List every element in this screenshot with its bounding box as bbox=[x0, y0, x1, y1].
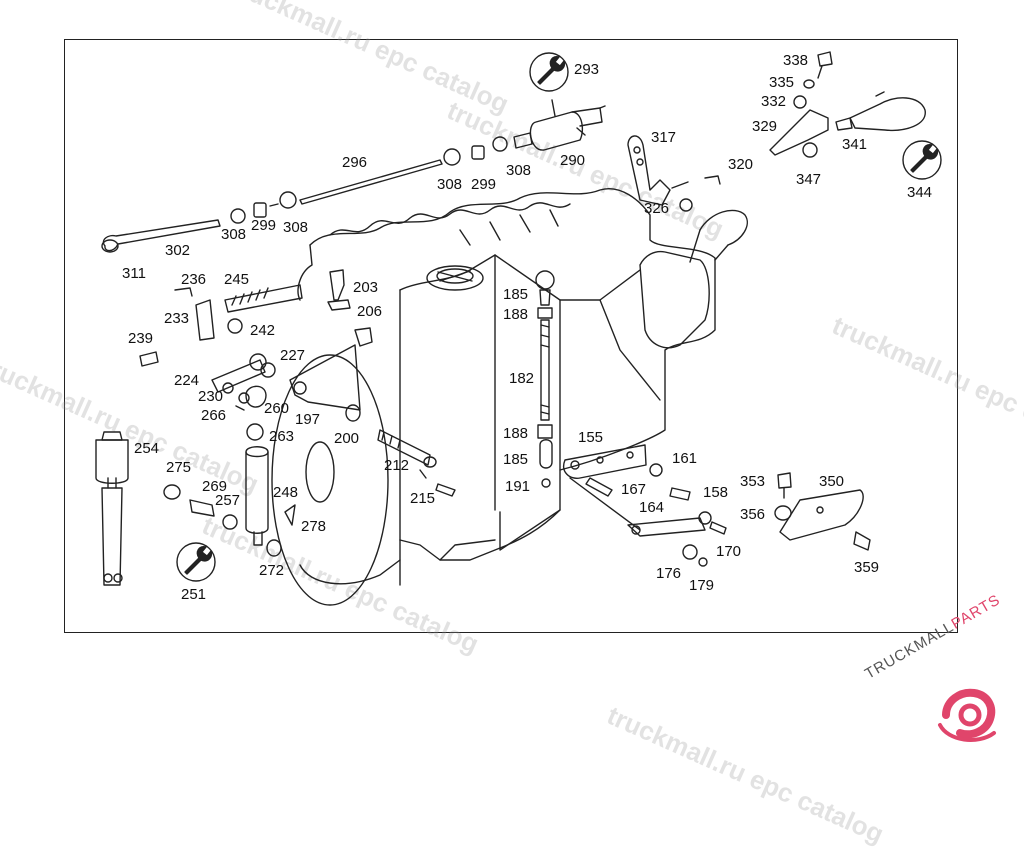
part-label: 266 bbox=[201, 407, 227, 424]
part-label: 350 bbox=[819, 473, 845, 490]
part-label: 326 bbox=[644, 200, 670, 217]
wrench-icon-group bbox=[176, 52, 942, 582]
part-label: 329 bbox=[752, 118, 778, 135]
part-label: 356 bbox=[740, 506, 766, 523]
part-label: 308 bbox=[506, 162, 532, 179]
part-label: 260 bbox=[264, 400, 290, 417]
part-label: 296 bbox=[342, 154, 368, 171]
part-label: 311 bbox=[122, 265, 146, 282]
part-label: 332 bbox=[761, 93, 787, 110]
part-label: 200 bbox=[334, 430, 360, 447]
part-label: 167 bbox=[621, 481, 647, 498]
part-label: 170 bbox=[716, 543, 742, 560]
part-label: 233 bbox=[164, 310, 190, 327]
part-label: 275 bbox=[166, 459, 192, 476]
part-label: 176 bbox=[656, 565, 682, 582]
part-label: 155 bbox=[578, 429, 604, 446]
part-label: 347 bbox=[796, 171, 822, 188]
part-label: 251 bbox=[181, 586, 207, 603]
part-label: 341 bbox=[842, 136, 868, 153]
part-label: 179 bbox=[689, 577, 715, 594]
part-label: 203 bbox=[353, 279, 379, 296]
part-label: 302 bbox=[165, 242, 191, 259]
part-label: 308 bbox=[283, 219, 309, 236]
part-label: 257 bbox=[215, 492, 241, 509]
part-label: 272 bbox=[259, 562, 285, 579]
part-label: 185 bbox=[503, 451, 529, 468]
part-label: 317 bbox=[651, 129, 677, 146]
part-label: 224 bbox=[174, 372, 200, 389]
part-label: 215 bbox=[410, 490, 436, 507]
bracket-317 bbox=[627, 135, 721, 212]
shaft-212 bbox=[377, 429, 456, 497]
part-label: 254 bbox=[134, 440, 160, 457]
part-label: 242 bbox=[250, 322, 276, 339]
part-label: 191 bbox=[505, 478, 531, 495]
part-label: 278 bbox=[301, 518, 327, 535]
lever-155 bbox=[563, 444, 727, 567]
part-label: 290 bbox=[560, 152, 586, 169]
part-label: 248 bbox=[273, 484, 299, 501]
part-label: 161 bbox=[672, 450, 698, 467]
part-label: 227 bbox=[280, 347, 306, 364]
bracket-350 bbox=[774, 472, 871, 551]
damper-assembly bbox=[95, 431, 296, 586]
part-label: 299 bbox=[471, 176, 497, 193]
pushrod-assembly bbox=[101, 99, 606, 253]
part-label: 185 bbox=[503, 286, 529, 303]
part-label: 293 bbox=[574, 61, 600, 78]
diagram-frame bbox=[64, 39, 958, 633]
part-label: 158 bbox=[703, 484, 729, 501]
truckmall-logo bbox=[938, 688, 996, 742]
part-label: 263 bbox=[269, 428, 295, 445]
part-label: 188 bbox=[503, 425, 529, 442]
part-label: 164 bbox=[639, 499, 665, 516]
part-label: 197 bbox=[295, 411, 321, 428]
part-label: 269 bbox=[202, 478, 228, 495]
part-label: 299 bbox=[251, 217, 277, 234]
parts-exploded-view bbox=[95, 51, 942, 606]
part-label: 239 bbox=[128, 330, 154, 347]
part-label: 206 bbox=[357, 303, 383, 320]
part-label: 320 bbox=[728, 156, 754, 173]
left-linkage bbox=[139, 269, 373, 441]
part-label: 353 bbox=[740, 473, 766, 490]
center-rod-182 bbox=[535, 270, 555, 488]
part-label: 344 bbox=[907, 184, 933, 201]
part-label: 236 bbox=[181, 271, 207, 288]
part-label: 230 bbox=[198, 388, 224, 405]
part-label: 188 bbox=[503, 306, 529, 323]
part-label: 308 bbox=[437, 176, 463, 193]
engine-block bbox=[271, 188, 748, 606]
part-label: 338 bbox=[783, 52, 809, 69]
part-label: 359 bbox=[854, 559, 880, 576]
upper-right-bracket bbox=[769, 51, 926, 158]
part-label: 308 bbox=[221, 226, 247, 243]
part-label: 245 bbox=[224, 271, 250, 288]
part-label: 182 bbox=[509, 370, 535, 387]
part-label: 335 bbox=[769, 74, 795, 91]
part-label: 212 bbox=[384, 457, 410, 474]
